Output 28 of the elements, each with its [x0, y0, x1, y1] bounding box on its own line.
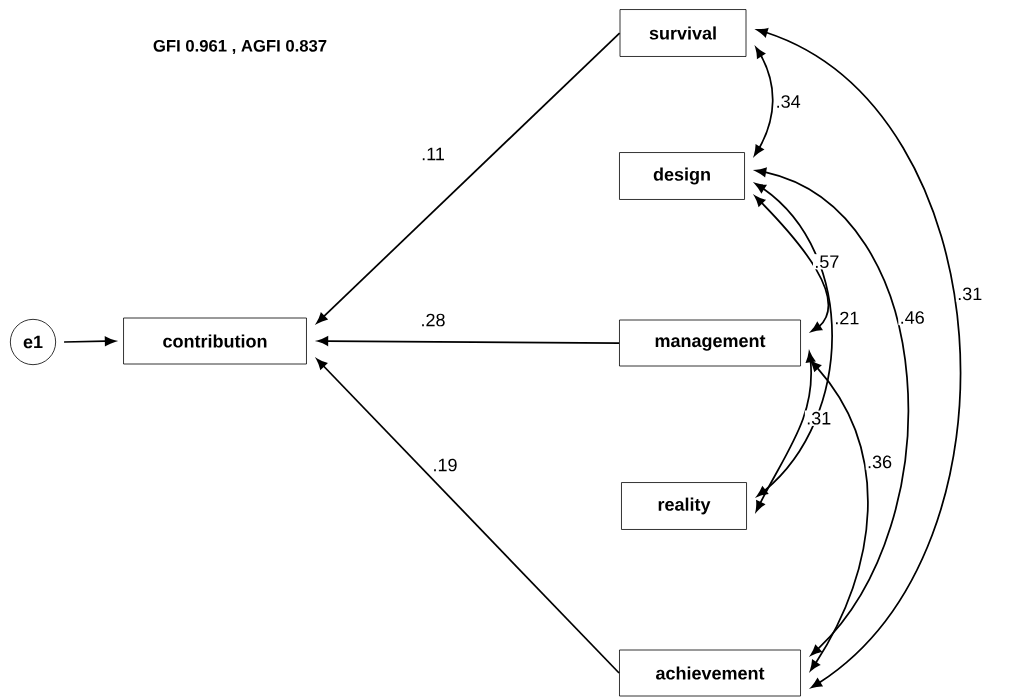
fit-index-label: GFI 0.961 , AGFI 0.837 [153, 39, 327, 55]
edge-label: .11 [422, 147, 444, 161]
arrow [756, 28, 961, 689]
variable-box: reality [621, 482, 747, 530]
arrow [63, 336, 116, 346]
edge-label: .36 [865, 454, 894, 470]
arrow [317, 336, 620, 346]
variable-box: management [619, 319, 801, 367]
arrow [809, 360, 869, 672]
arrow [316, 32, 621, 324]
arrow [316, 358, 620, 674]
arrow [753, 47, 774, 156]
edge-label: .31 [955, 286, 984, 302]
arrow [754, 195, 830, 333]
edge-label: .34 [774, 93, 802, 110]
edge-label: .21 [833, 310, 861, 326]
edge-label: .31 [804, 410, 833, 426]
variable-box: design [619, 152, 745, 200]
edge-label: .57 [813, 254, 841, 270]
arrow [755, 351, 816, 512]
arrow [755, 167, 909, 656]
variable-box: survival [619, 9, 747, 57]
edge-label: .46 [898, 309, 927, 326]
variable-box: contribution [123, 317, 307, 365]
arrow [754, 182, 833, 497]
edge-label: .28 [422, 313, 445, 327]
edge-label: .19 [434, 458, 457, 472]
variable-box: achievement [619, 649, 801, 697]
